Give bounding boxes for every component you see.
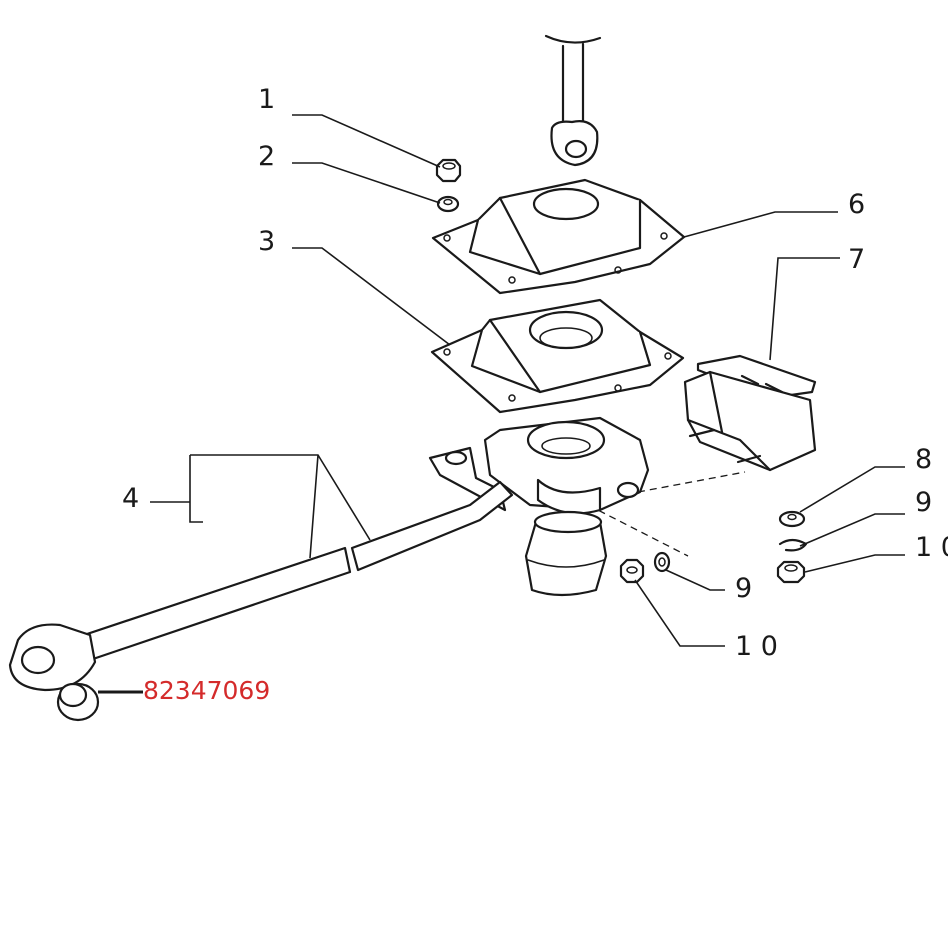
callout-9-center: 9 <box>735 573 752 604</box>
nut-part-10-right <box>776 560 806 584</box>
leader-1 <box>292 114 441 168</box>
leader-9-right <box>799 513 905 547</box>
shift-lever <box>544 34 602 167</box>
callout-10-right: 1 0 <box>915 532 948 563</box>
nut-part-10-center <box>619 558 645 584</box>
callout-2: 2 <box>258 141 275 172</box>
washer-part-2 <box>436 195 460 213</box>
shift-rod-part-4 <box>8 480 514 692</box>
rubber-bellows <box>524 510 608 597</box>
callout-10-center: 1 0 <box>735 631 778 662</box>
nut-part-1 <box>435 158 462 183</box>
leader-8 <box>799 466 905 513</box>
washer-part-9-center <box>653 551 671 573</box>
callout-3: 3 <box>258 226 275 257</box>
alignment-line-b <box>587 504 689 557</box>
bushing-part <box>56 682 100 722</box>
leader-10-right <box>804 554 905 573</box>
leader-2 <box>292 162 441 204</box>
callout-1: 1 <box>258 84 275 115</box>
alignment-line-a <box>637 471 746 493</box>
mount-block-part-7 <box>683 354 817 472</box>
callout-7: 7 <box>848 244 865 275</box>
upper-cover-part-6 <box>431 178 686 295</box>
callout-6: 6 <box>848 189 865 220</box>
part-number-label: 82347069 <box>143 676 270 705</box>
leader-7 <box>769 257 840 361</box>
gasket-plate-part-3 <box>430 298 685 414</box>
leader-10-center <box>634 579 725 647</box>
leader-6 <box>683 211 838 238</box>
leader-3 <box>292 247 451 346</box>
callout-8: 8 <box>915 444 932 475</box>
washer-part-8 <box>778 510 806 528</box>
callout-9-right: 9 <box>915 487 932 518</box>
callout-4: 4 <box>122 483 139 514</box>
leader-4 <box>150 454 371 559</box>
selector-bracket <box>428 416 650 515</box>
leader-9-center <box>665 569 725 591</box>
